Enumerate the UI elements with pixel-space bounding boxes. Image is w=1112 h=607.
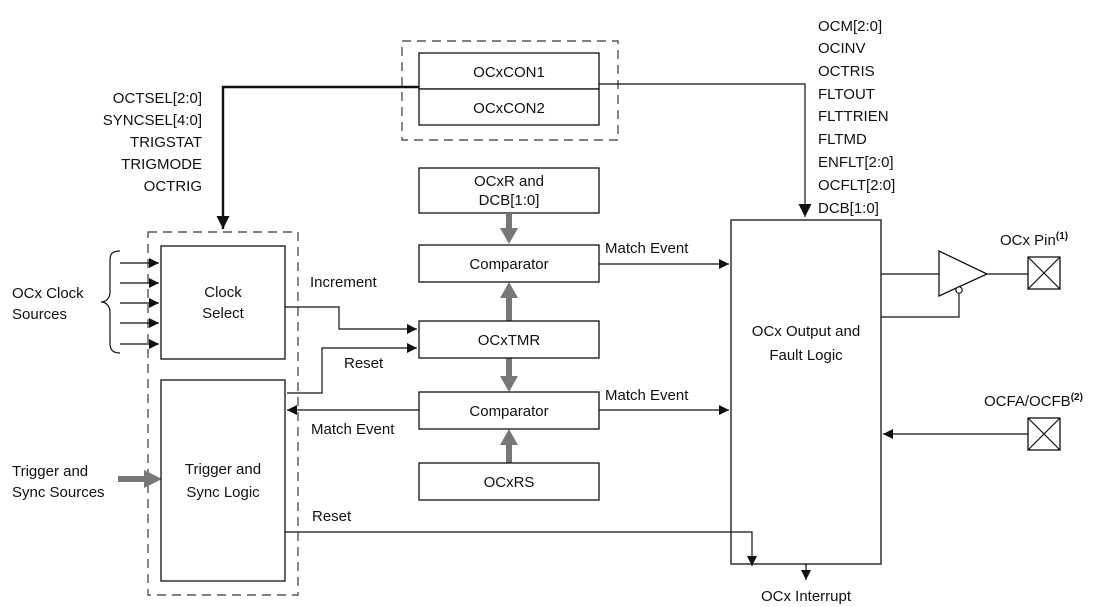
ocxr-box — [418, 167, 600, 214]
right-signal-8: DCB[1:0] — [818, 200, 879, 217]
ocxcon2-box — [418, 88, 600, 126]
con-to-left-signals-line — [216, 85, 419, 229]
output-fault-logic-box — [730, 219, 882, 565]
reset-bottom-line — [285, 531, 757, 566]
output-fault-label-line1: OCx Output and — [752, 323, 860, 340]
left-signal-3: TRIGMODE — [121, 156, 202, 173]
match-event-top-label: Match Event — [605, 240, 689, 257]
ocxtmr-box — [418, 320, 600, 359]
right-signal-4: FLTTRIEN — [818, 108, 889, 125]
right-signal-5: FLTMD — [818, 131, 867, 148]
output-fault-label-line2: Fault Logic — [769, 347, 843, 364]
clock-sources-brace — [100, 250, 121, 354]
control-registers-group — [401, 40, 619, 141]
ocxrs-box — [418, 462, 600, 501]
left-signal-1: SYNCSEL[4:0] — [103, 112, 202, 129]
interrupt-label: OCx Interrupt — [761, 588, 852, 605]
tmr-comparator-down-arrowhead — [500, 376, 518, 392]
ocx-pin-note: (1) — [1056, 231, 1068, 242]
ocxr-label-line2: DCB[1:0] — [479, 192, 540, 209]
clock-sources-label-line1: OCx Clock — [12, 285, 84, 302]
right-signal-2: OCTRIS — [818, 63, 875, 80]
ocxtmr-label: OCxTMR — [478, 332, 541, 349]
ocfa-label: OCFA/OCFB(2) — [984, 392, 1083, 410]
tmr-comparator-up-arrowhead — [500, 282, 518, 298]
clock-select-label-line1: Clock — [204, 284, 242, 301]
match-event-bottom-label: Match Event — [605, 387, 689, 404]
increment-label: Increment — [310, 274, 378, 291]
buffer-enable-line — [881, 293, 960, 318]
left-signal-0: OCTSEL[2:0] — [113, 90, 202, 107]
right-signal-7: OCFLT[2:0] — [818, 177, 895, 194]
ocxrs-label: OCxRS — [484, 474, 535, 491]
buffer-enable-bubble — [955, 286, 963, 294]
match-event-left-label: Match Event — [311, 421, 395, 438]
ocxrs-to-comparator-arrowhead — [500, 429, 518, 445]
comparator-top-box — [418, 244, 600, 283]
con-to-right-signals-line — [599, 83, 812, 217]
comparator-bottom-box — [418, 391, 600, 430]
clock-trigger-group — [147, 231, 299, 596]
trigger-sync-box — [160, 379, 286, 582]
comparator-top-label: Comparator — [469, 256, 548, 273]
right-signal-6: ENFLT[2:0] — [818, 154, 894, 171]
ocx-pin-x2 — [1027, 256, 1061, 290]
clock-select-label-line2: Select — [202, 305, 245, 322]
ocxcon1-box — [418, 52, 600, 90]
increment-line — [285, 306, 417, 334]
right-signal-0: OCM[2:0] — [818, 18, 882, 35]
trigger-sync-label-line1: Trigger and — [185, 461, 261, 478]
ocfa-pin-x2 — [1027, 417, 1061, 451]
reset-bottom-label: Reset — [312, 508, 352, 525]
right-signal-1: OCINV — [818, 40, 866, 57]
right-signal-3: FLTOUT — [818, 86, 875, 103]
left-signal-4: OCTRIG — [144, 178, 202, 195]
trigger-sync-label-line2: Sync Logic — [186, 484, 260, 501]
trigger-sources-label-line2: Sync Sources — [12, 484, 105, 501]
ocxr-to-comparator-arrowhead — [500, 228, 518, 244]
ocxcon1-label: OCxCON1 — [473, 64, 545, 81]
trigger-sources-label-line1: Trigger and — [12, 463, 88, 480]
output-buffer-icon — [938, 249, 989, 298]
left-signal-2: TRIGSTAT — [130, 134, 202, 151]
clock-sources-label-line2: Sources — [12, 306, 67, 323]
reset-top-label: Reset — [344, 355, 384, 372]
comparator-bottom-label: Comparator — [469, 403, 548, 420]
ocxr-label-line1: OCxR and — [474, 173, 544, 190]
trigger-sources-arrowhead — [144, 470, 162, 488]
clock-select-box — [160, 245, 286, 360]
reset-top-line — [287, 343, 417, 394]
ocxcon2-label: OCxCON2 — [473, 100, 545, 117]
ocx-pin-label: OCx Pin(1) — [1000, 231, 1068, 249]
ocfa-note: (2) — [1071, 392, 1083, 403]
